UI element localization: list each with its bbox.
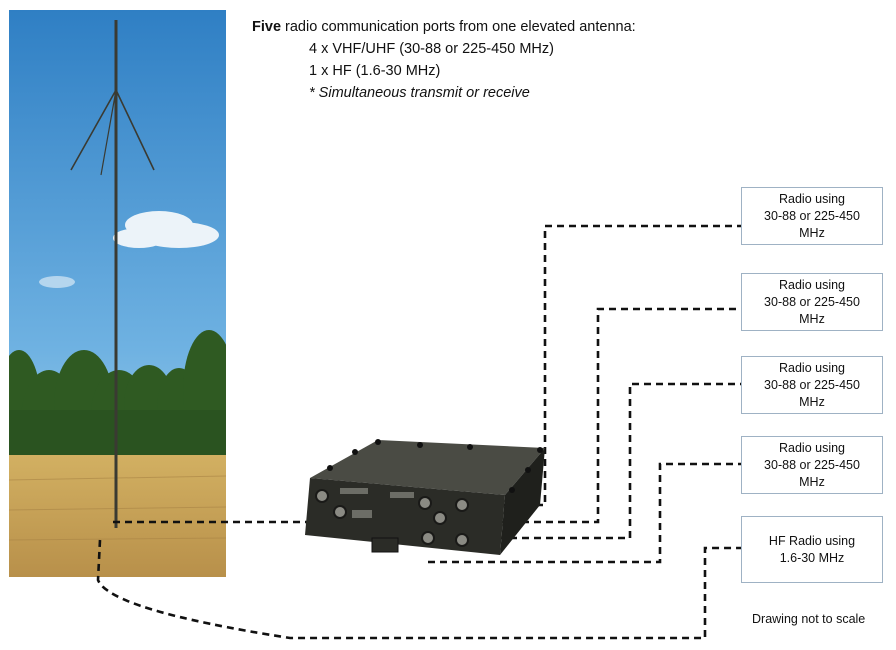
caption: Five radio communication ports from one … xyxy=(252,16,636,104)
radio-box-1-line-1: Radio using xyxy=(778,191,845,206)
caption-line-4: * Simultaneous transmit or receive xyxy=(252,82,636,104)
device-front-face xyxy=(305,478,505,555)
connector-4 xyxy=(455,498,469,512)
caption-note-italic: * Simultaneous transmit or receive xyxy=(309,85,530,101)
radio-box-4-line-1: Radio using xyxy=(778,440,845,455)
hf-radio-box-line-1: HF Radio using xyxy=(768,533,856,548)
radio-box-3-line-2: 30-88 or 225-450 xyxy=(764,377,860,392)
device-connectors xyxy=(315,489,469,547)
radio-box-3-line-3: MHz xyxy=(799,394,825,409)
device-mount-tab xyxy=(371,537,399,553)
connector-3 xyxy=(418,496,432,510)
radio-box-4: Radio using 30-88 or 225-450 MHz xyxy=(741,436,883,494)
radio-box-4-line-2: 30-88 or 225-450 xyxy=(764,457,860,472)
radio-box-1-line-3: MHz xyxy=(799,225,825,240)
hf-radio-box-line-2: 1.6-30 MHz xyxy=(779,550,845,565)
antenna-mast xyxy=(70,20,155,528)
connector-2 xyxy=(333,505,347,519)
cable-antenna-to-hf-radio xyxy=(96,539,741,640)
caption-line-1: Five radio communication ports from one … xyxy=(252,16,636,38)
cable-radio-3 xyxy=(486,382,741,540)
antenna-photo xyxy=(9,10,226,577)
radio-box-2: Radio using 30-88 or 225-450 MHz xyxy=(741,273,883,331)
cable-radio-1 xyxy=(476,224,741,507)
radio-box-1: Radio using 30-88 or 225-450 MHz xyxy=(741,187,883,245)
radio-box-2-line-3: MHz xyxy=(799,311,825,326)
connector-6 xyxy=(421,531,435,545)
radio-box-4-line-3: MHz xyxy=(799,474,825,489)
connector-7 xyxy=(455,533,469,547)
scale-note: Drawing not to scale xyxy=(752,612,866,626)
radio-box-2-line-2: 30-88 or 225-450 xyxy=(764,294,860,309)
radio-box-3: Radio using 30-88 or 225-450 MHz xyxy=(741,356,883,414)
caption-line-2: 4 x VHF/UHF (30-88 or 225-450 MHz) xyxy=(309,41,554,57)
connector-5 xyxy=(433,511,447,525)
cable-radio-2 xyxy=(486,307,741,524)
cable-radio-4 xyxy=(428,462,741,564)
device-top-face xyxy=(310,440,545,495)
radio-box-1-line-2: 30-88 or 225-450 xyxy=(764,208,860,223)
radio-box-2-line-1: Radio using xyxy=(778,277,845,292)
connector-1 xyxy=(315,489,329,503)
caption-bold-word: Five xyxy=(252,19,282,35)
caption-line-3: 1 x HF (1.6-30 MHz) xyxy=(309,63,441,79)
radio-box-3-line-1: Radio using xyxy=(778,360,845,375)
hf-radio-box: HF Radio using 1.6-30 MHz xyxy=(741,516,883,583)
cloud xyxy=(39,211,219,288)
caption-line-1-text: radio communication ports from one eleva… xyxy=(281,19,636,35)
device-side-face xyxy=(500,448,545,555)
